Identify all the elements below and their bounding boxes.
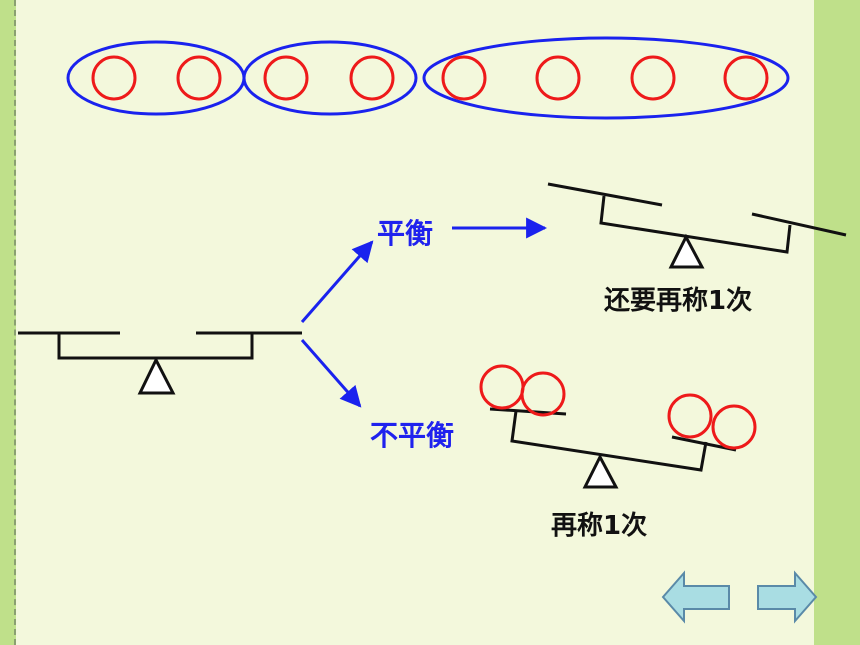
group-ellipse-3 [422,36,790,120]
coin [723,55,769,101]
main-balance-scale [18,331,302,395]
left-border-stripe [0,0,16,645]
coin [667,393,713,439]
coin [479,364,525,410]
prev-button[interactable] [661,570,730,624]
arrow-balanced [300,240,374,323]
coin-groups [66,36,790,120]
arrow-unbalanced [300,339,362,408]
coin [441,55,487,101]
tilted-scale-balanced [547,182,847,269]
scale-coins [479,364,757,450]
coin [91,55,137,101]
label-weigh-once-more: 再称1次 [551,511,648,541]
label-unbalanced: 不平衡 [370,419,455,452]
left-arrow-icon [661,570,730,624]
coin [711,404,757,450]
coin [263,55,309,101]
coin [535,55,581,101]
group-ellipse-2 [242,40,418,116]
coin [176,55,222,101]
coin [520,371,566,417]
right-arrow-icon [757,570,818,624]
label-weigh-once-more-balanced: 还要再称1次 [604,286,753,316]
right-border-stripe [814,0,860,645]
next-button[interactable] [757,570,818,624]
coin [349,55,395,101]
label-balanced: 平衡 [377,217,434,250]
coin [630,55,676,101]
tilted-scale-unbalanced [489,407,737,489]
